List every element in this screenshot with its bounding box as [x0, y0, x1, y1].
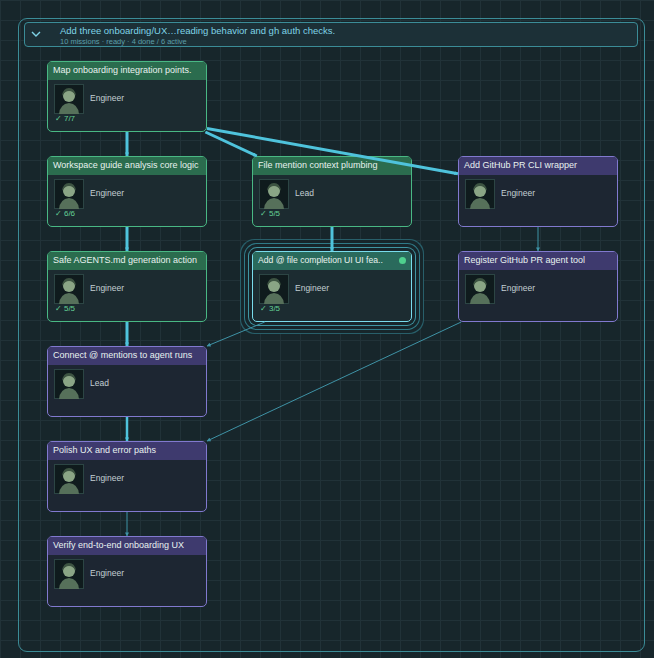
- mission-card: File mention context plumbingLead ✓ 5/5: [252, 156, 412, 227]
- agent-role: Engineer: [90, 568, 124, 578]
- agent-role: Engineer: [90, 473, 124, 483]
- dependency-arrow: [205, 132, 256, 156]
- mission-card: Polish UX and error pathsEngineer: [47, 441, 207, 512]
- dependency-arrow: [207, 322, 461, 441]
- mission-card: Verify end-to-end onboarding UX Engineer: [47, 536, 207, 607]
- mission-card: Workspace guide analysis core logicEngin…: [47, 156, 207, 227]
- card-title: Polish UX and error paths: [53, 445, 156, 455]
- agent-avatar: [54, 464, 84, 494]
- card-title: Map onboarding integration points.: [53, 65, 192, 75]
- agent-role: Engineer: [295, 283, 329, 293]
- task-progress: ✓ 7/7: [55, 114, 75, 123]
- mission-card: Connect @ mentions to agent runsLead: [47, 346, 207, 417]
- card-title: Workspace guide analysis core logic: [53, 160, 198, 170]
- task-progress: ✓ 5/5: [260, 209, 280, 218]
- card-title: File mention context plumbing: [258, 160, 378, 170]
- agent-role: Engineer: [90, 283, 124, 293]
- mission-card: Register GitHub PR agent toolEngineer: [458, 251, 618, 322]
- mission-card: Add @ file completion UI UI fea.. Enginee…: [252, 251, 412, 322]
- agent-avatar: [54, 179, 84, 209]
- card-title: Add @ file completion UI UI fea..: [258, 255, 383, 265]
- agent-avatar: [54, 559, 84, 589]
- task-progress: ✓ 3/5: [260, 304, 280, 313]
- agent-avatar: [465, 179, 495, 209]
- agent-avatar: [54, 274, 84, 304]
- task-progress: ✓ 6/6: [55, 209, 75, 218]
- dependency-arrow: [127, 512, 128, 536]
- card-title: Verify end-to-end onboarding UX: [53, 540, 184, 550]
- agent-role: Engineer: [90, 93, 124, 103]
- agent-avatar: [465, 274, 495, 304]
- card-title: Add GitHub PR CLI wrapper: [464, 160, 577, 170]
- card-title: Connect @ mentions to agent runs: [53, 350, 192, 360]
- mission-card: Map onboarding integration points. Engine…: [47, 61, 207, 132]
- mission-card: Safe AGENTS.md generation actionEngineer…: [47, 251, 207, 322]
- dependency-arrow: [538, 227, 539, 251]
- dependency-arrow: [126, 322, 129, 346]
- agent-role: Lead: [90, 378, 109, 388]
- group-header: Add three onboarding/UX…reading behavior…: [24, 22, 638, 47]
- group-status: 10 missions · ready · 4 done / 6 active: [60, 37, 187, 46]
- dependency-arrow: [207, 322, 265, 346]
- mission-group: Add three onboarding/UX…reading behavior…: [18, 18, 645, 652]
- mission-card: Add GitHub PR CLI wrapperEngineer: [458, 156, 618, 227]
- active-indicator: [399, 257, 406, 264]
- agent-role: Engineer: [501, 283, 535, 293]
- agent-role: Lead: [295, 188, 314, 198]
- agent-avatar: [259, 274, 289, 304]
- agent-avatar: [54, 84, 84, 114]
- dependency-arrow: [331, 227, 334, 251]
- agent-avatar: [54, 369, 84, 399]
- collapse-chevron: [30, 29, 42, 39]
- agent-avatar: [259, 179, 289, 209]
- card-title: Register GitHub PR agent tool: [464, 255, 585, 265]
- dependency-arrow: [126, 227, 129, 251]
- task-progress: ✓ 5/5: [55, 304, 75, 313]
- agent-role: Engineer: [90, 188, 124, 198]
- dependency-arrow: [126, 132, 129, 156]
- agent-role: Engineer: [501, 188, 535, 198]
- group-title: Add three onboarding/UX…reading behavior…: [60, 25, 335, 36]
- dependency-arrow: [126, 417, 129, 441]
- card-title: Safe AGENTS.md generation action: [53, 255, 197, 265]
- dependency-arrow: [207, 128, 458, 173]
